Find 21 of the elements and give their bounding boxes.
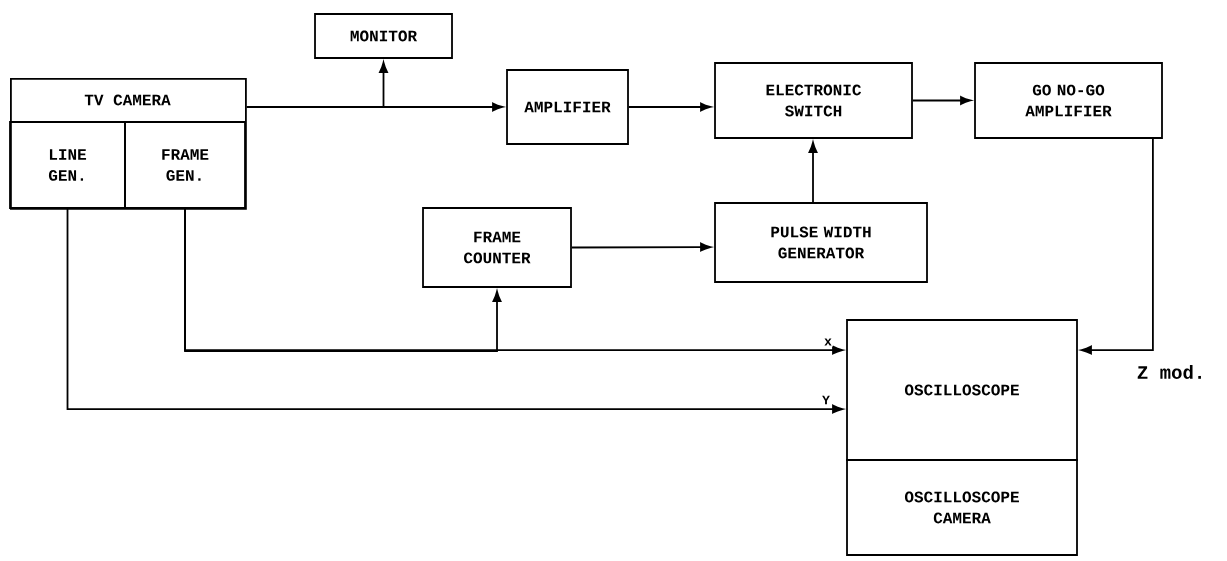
arrow	[66, 208, 844, 414]
arrow	[1080, 138, 1154, 355]
arrow	[245, 61, 388, 108]
oscilloscope-box: OSCILLOSCOPE	[846, 319, 1078, 461]
block-box: ELECTRONIC SWITCH	[714, 62, 913, 139]
block-box: MONITOR	[314, 13, 453, 59]
block-box: FRAME COUNTER	[422, 207, 572, 288]
block-box: PULSE WIDTH GENERATOR	[714, 202, 928, 283]
block-box: FRAME GEN.	[124, 121, 246, 209]
arrow	[808, 141, 818, 203]
block-box: AMPLIFIER	[506, 69, 629, 145]
edge-label: Y	[821, 394, 831, 406]
camera-box: OSCILLOSCOPE CAMERA	[846, 459, 1078, 556]
arrow	[912, 96, 972, 105]
edge-label: x	[823, 337, 833, 347]
arrow	[571, 242, 712, 252]
arrow	[184, 208, 502, 352]
arrow	[628, 102, 712, 112]
edge-label: Z mod.	[1135, 364, 1207, 380]
block-box: LINE GEN.	[9, 121, 126, 209]
block-box: GO NO-GO AMPLIFIER	[974, 62, 1163, 139]
